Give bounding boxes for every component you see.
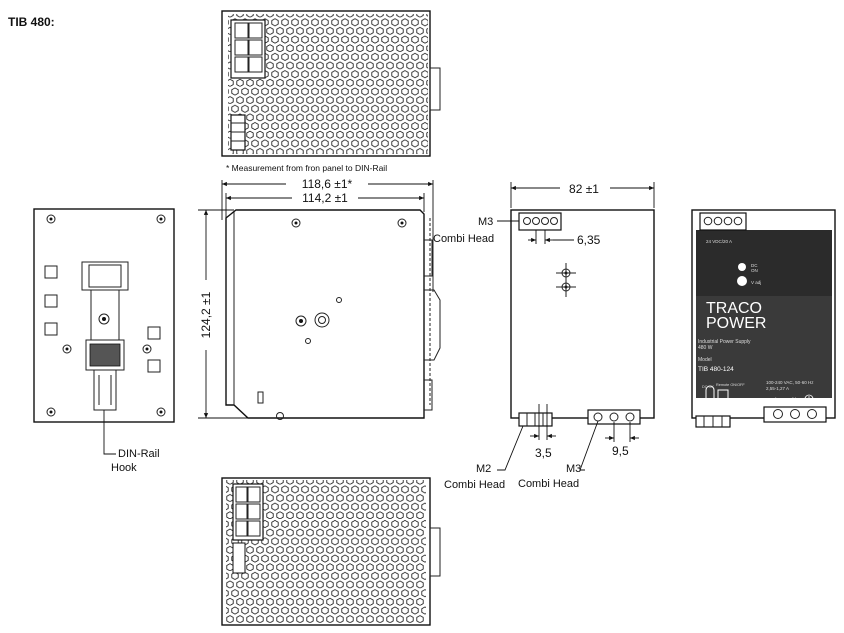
top-view-din-clip (429, 67, 441, 111)
combi-head-m3-label: Combi Head (518, 478, 579, 490)
side-view-din-clip (424, 289, 441, 361)
dimension-pitch-top-label: 6,35 (577, 233, 601, 247)
front-view-output-terminal (699, 212, 747, 231)
bottom-view-din-clip (429, 527, 441, 577)
model-caption: Model (698, 357, 712, 363)
dimension-pitch-bottom-left-label: 3,5 (535, 446, 552, 460)
side-view-body (225, 209, 425, 419)
dc-ok-led-icon (738, 263, 746, 271)
end-view-body (510, 209, 655, 419)
end-view-mains-terminal (587, 409, 641, 425)
led-label-dc: DC (751, 263, 758, 268)
vadj-label: V adj (751, 280, 761, 285)
dimension-pitch-bottom-left (530, 404, 556, 440)
m3-bottom-label: M3 (566, 463, 581, 475)
m2-label: M2 (476, 463, 491, 475)
dimension-width-label: 82 ±1 (569, 182, 599, 196)
dimension-pitch-top (528, 230, 574, 244)
product-description: Industrial Power Supply (698, 339, 751, 345)
rear-view (33, 208, 175, 455)
side-view (225, 209, 441, 420)
m3-top-label: M3 (478, 216, 493, 228)
input-current: 2,55-1,27 A (766, 386, 789, 391)
hook-label: Hook (111, 462, 137, 474)
dimension-depth (221, 177, 434, 292)
brand-power: POWER (706, 315, 766, 332)
ground-icon (804, 394, 814, 404)
dimension-pitch-bottom-right (605, 422, 639, 442)
din-rail-hook (93, 369, 117, 411)
bottom-view (221, 477, 441, 626)
voltage-adjust-potentiometer[interactable] (737, 276, 747, 286)
dimension-depth-body: 114,2 ±1 (302, 191, 348, 205)
dimension-height (198, 209, 248, 419)
dimension-width (510, 181, 655, 208)
brand-traco: TRACO (706, 300, 762, 317)
product-power: 480 W (698, 345, 713, 351)
top-view (221, 10, 441, 157)
end-view-top-terminal (518, 212, 562, 231)
signal-dc-ok: DC OK (702, 385, 714, 389)
model-number: TIB 480-124 (698, 366, 734, 373)
input-rating: 100-240 VAC, 50-60 Hz (766, 380, 814, 385)
dimension-height-label: 124,2 ±1 (199, 291, 213, 338)
combi-head-top-label: Combi Head (433, 233, 494, 245)
terminal-n-label: N (792, 398, 796, 404)
dimension-pitch-bottom-right-label: 9,5 (612, 444, 629, 458)
din-rail-label: DIN-Rail (118, 448, 160, 460)
output-rating-label: 24 VDC/20 A (706, 239, 732, 244)
measurement-note: * Measurement from fron panel to DIN-Rai… (226, 163, 387, 173)
end-view (510, 209, 655, 427)
dimension-depth-total: 118,6 ±1* (302, 177, 353, 191)
led-label-on: ON (751, 268, 758, 273)
combi-head-m2-label: Combi Head (444, 479, 505, 491)
page-title: TIB 480: (8, 15, 55, 29)
signal-remote: Remote ON/OFF (716, 383, 745, 387)
terminal-l-label: L (775, 398, 779, 404)
rear-view-body (33, 208, 175, 423)
front-view (691, 209, 836, 428)
